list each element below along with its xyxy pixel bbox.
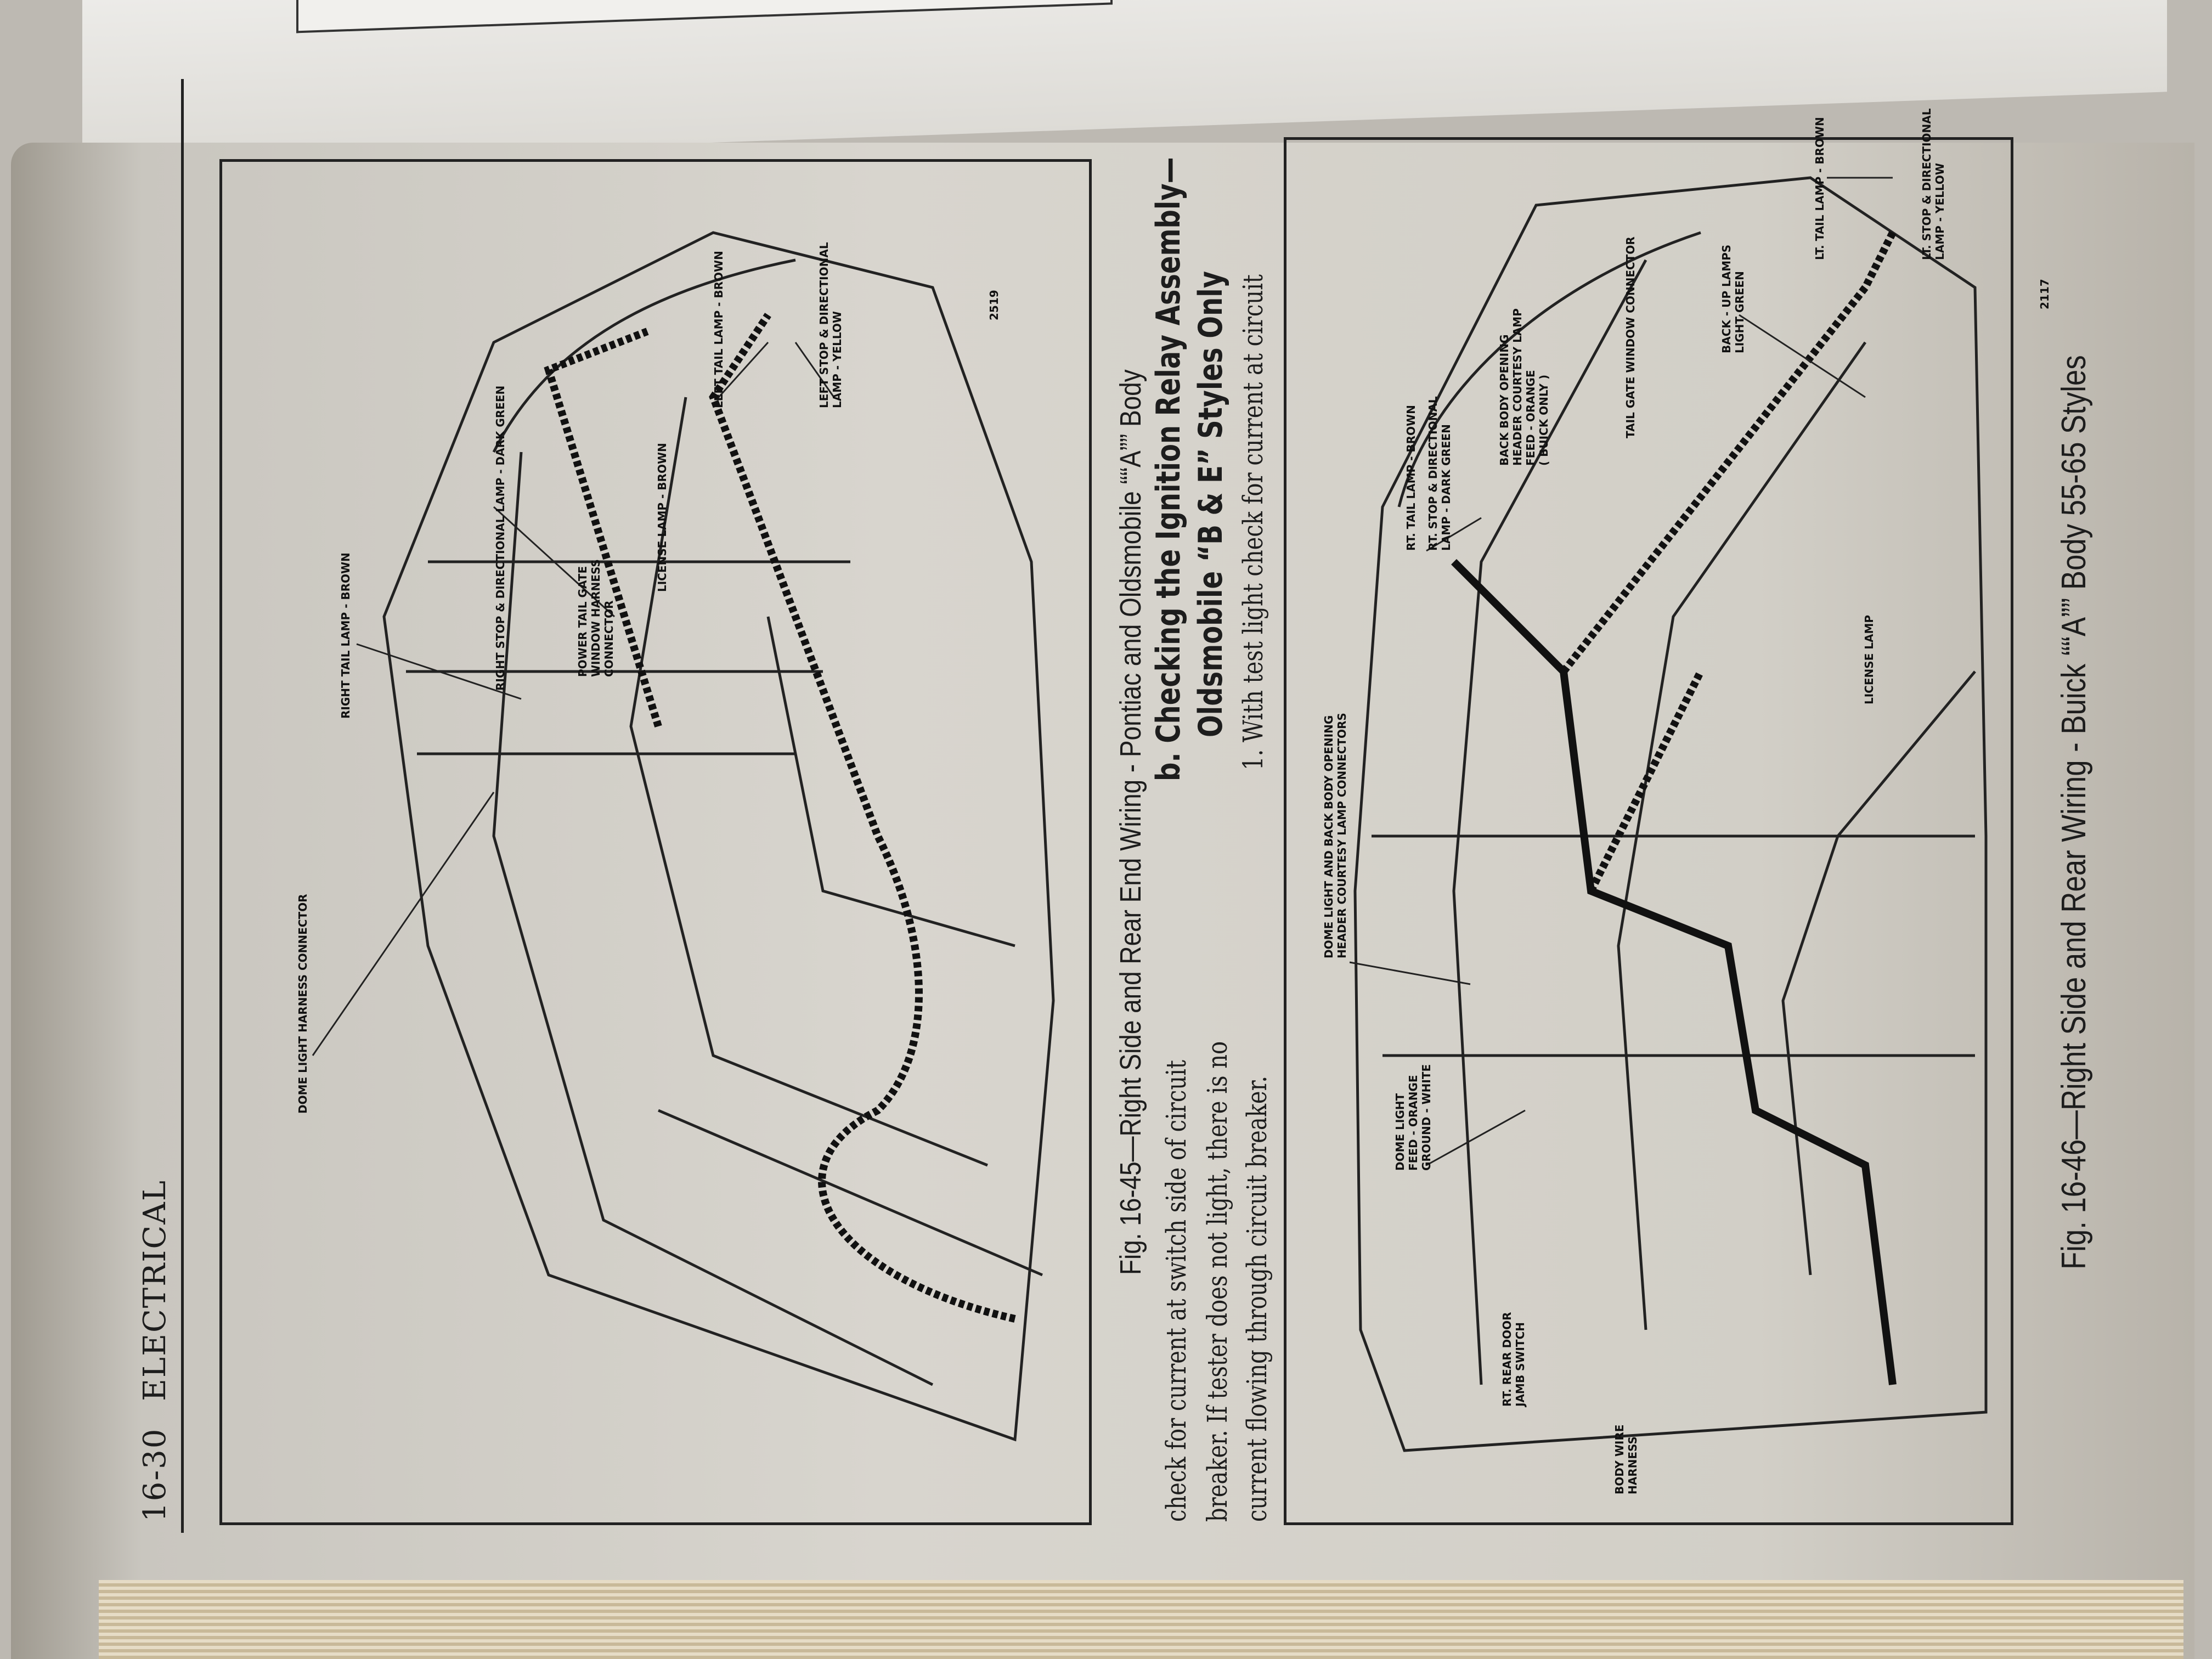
figure-2-caption: Fig. 16-46—Right Side and Rear Wiring - … xyxy=(2055,355,2093,1269)
figure-2-label: LT. TAIL LAMP - BROWN xyxy=(1813,117,1826,260)
figure-2-label: TAIL GATE WINDOW CONNECTOR xyxy=(1624,236,1637,438)
figure-2-label: DOME LIGHT AND BACK BODY OPENING HEADER … xyxy=(1322,713,1348,958)
figure-2-label: RT. TAIL LAMP - BROWN xyxy=(1404,405,1418,551)
figure-2-label: BODY WIRE HARNESS xyxy=(1613,1424,1639,1494)
figure-2-label: RT. REAR DOOR JAMB SWITCH xyxy=(1500,1312,1527,1407)
figure-2-label: BACK - UP LAMPS LIGHT GREEN xyxy=(1720,244,1746,353)
figure-2-label: LT. STOP & DIRECTIONAL LAMP - YELLOW xyxy=(1920,108,1946,260)
figure-2-label: DOME LIGHT FEED - ORANGE GROUND - WHITE xyxy=(1393,1064,1433,1171)
figure-2-ref-number: 2117 xyxy=(2038,279,2051,309)
figure-2-label: BACK BODY OPENING HEADER COURTESY LAMP F… xyxy=(1498,308,1550,466)
book-page xyxy=(11,143,2194,1659)
figure-2-label: LICENSE LAMP xyxy=(1863,614,1876,704)
page-edges xyxy=(99,1580,2183,1659)
figure-2-label: RT. STOP & DIRECTIONAL LAMP - DARK GREEN xyxy=(1426,396,1453,551)
